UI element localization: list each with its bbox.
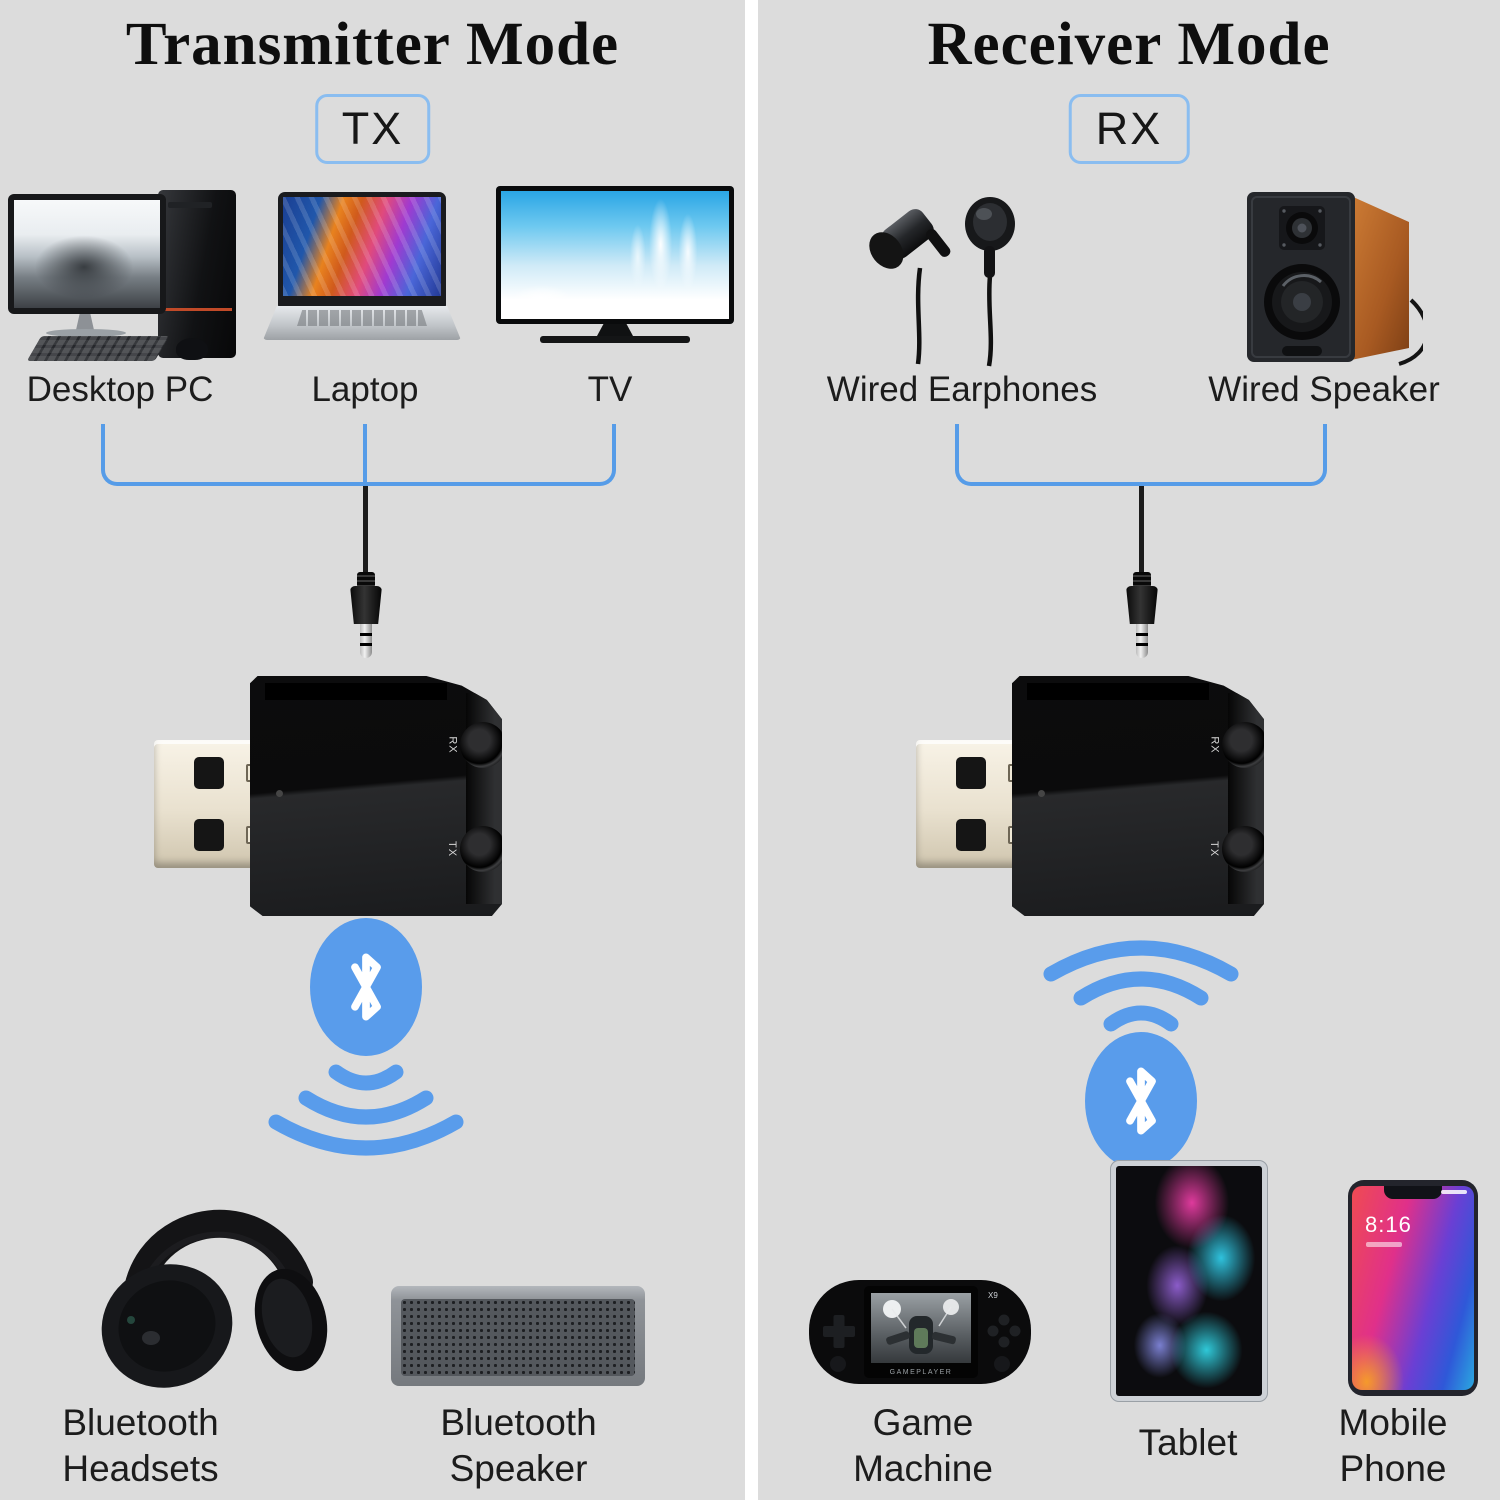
phone-notch — [1384, 1186, 1442, 1199]
rx-badge-label: RX — [1095, 103, 1163, 154]
pc-monitor — [8, 194, 166, 314]
rx-port: RX — [1209, 722, 1264, 768]
tv-frame — [496, 186, 734, 324]
phone-clock: 8:16 — [1365, 1212, 1412, 1237]
label-bluetooth-speaker: Bluetooth Speaker — [440, 1402, 597, 1489]
right-earbud — [965, 197, 1015, 278]
label-laptop: Laptop — [311, 370, 419, 409]
bluetooth-rune-icon — [351, 953, 381, 1021]
tx-port: TX — [446, 826, 502, 872]
tx-port-label: TX — [1208, 840, 1221, 858]
rx-port: RX — [447, 722, 502, 768]
label-bluetooth-headsets: Bluetooth Headsets — [62, 1402, 219, 1489]
phone-date-bar — [1366, 1242, 1402, 1247]
aux-cable — [1139, 486, 1144, 576]
signal-waves-down-icon — [268, 1064, 464, 1156]
rx-mode-badge: RX — [1068, 94, 1190, 164]
tx-port: TX — [1208, 826, 1264, 872]
desktop-pc-image — [8, 186, 240, 366]
jack-body — [350, 586, 382, 624]
wired-speaker-image — [1247, 192, 1423, 366]
label-game-machine: Game Machine — [853, 1402, 993, 1489]
dongle-body: RX TX — [250, 676, 502, 916]
dpad — [823, 1315, 855, 1348]
dongle-body: RX TX — [1012, 676, 1264, 916]
pc-monitor-base — [46, 329, 126, 337]
game-machine-brand: GAMEPLAYER — [890, 1369, 953, 1376]
tv-image — [496, 186, 734, 352]
label-wired-earphones: Wired Earphones — [826, 370, 1098, 409]
laptop-image — [263, 192, 461, 352]
laptop-keyboard — [297, 310, 427, 326]
bluetooth-icon — [1085, 1032, 1197, 1170]
panel-divider — [745, 0, 758, 1500]
tx-mode-badge: TX — [314, 94, 431, 164]
game-machine-image: GAMEPLAYER X9 — [809, 1280, 1031, 1384]
pc-keyboard — [26, 336, 170, 361]
aux-cable — [363, 486, 368, 576]
wired-earphones-image — [869, 197, 1015, 367]
signal-waves-up-icon — [1043, 940, 1239, 1032]
rx-port-label: RX — [446, 736, 459, 754]
usb-contact-hole — [194, 757, 224, 789]
usb-contact-hole — [194, 819, 224, 851]
tablet-image — [1110, 1160, 1268, 1402]
connection-bracket — [101, 424, 616, 486]
jack-metal-tip — [360, 624, 372, 658]
bluetooth-speaker-image — [391, 1286, 645, 1386]
aux-jack-plug — [350, 572, 382, 658]
label-tv: TV — [587, 370, 633, 409]
led-indicator — [1038, 790, 1045, 797]
jack-body — [1126, 586, 1158, 624]
tv-stand-foot — [540, 336, 690, 343]
speaker-woofer — [1264, 264, 1340, 340]
aux-jack-plug — [1126, 572, 1158, 658]
left-earbud — [869, 209, 951, 269]
bracket-center-stem — [363, 424, 367, 490]
speaker-grille — [401, 1299, 635, 1376]
label-mobile-phone: Mobile Phone — [1338, 1402, 1448, 1489]
game-machine-model: X9 — [988, 1291, 998, 1300]
tablet-screen — [1116, 1166, 1262, 1396]
bluetooth-icon — [310, 918, 422, 1056]
pc-monitor-stand — [76, 314, 94, 330]
bluetooth-usb-dongle: RX TX — [154, 676, 502, 916]
speaker-tweeter — [1279, 206, 1325, 250]
bluetooth-rune-icon — [1126, 1067, 1156, 1135]
jack-strain-relief — [357, 572, 375, 588]
tx-port-label: TX — [446, 840, 459, 858]
pc-tower — [158, 190, 236, 358]
phone-screen: 8:16 — [1352, 1186, 1474, 1390]
bluetooth-headphones-image — [101, 1209, 328, 1388]
jack-metal-tip — [1136, 624, 1148, 658]
mobile-phone-image: 8:16 — [1348, 1180, 1478, 1396]
pc-mouse — [176, 338, 208, 360]
jack-strain-relief — [1133, 572, 1151, 588]
rx-port-label: RX — [1208, 736, 1221, 754]
transmitter-panel: Transmitter Mode TX Desktop PC Laptop TV — [0, 0, 745, 1500]
label-wired-speaker: Wired Speaker — [1208, 370, 1440, 409]
action-buttons — [987, 1314, 1021, 1348]
laptop-screen — [278, 192, 446, 308]
label-tablet: Tablet — [1138, 1422, 1238, 1463]
receiver-panel: Receiver Mode RX — [758, 0, 1500, 1500]
receiver-title: Receiver Mode — [927, 11, 1331, 78]
phone-status-icons — [1441, 1190, 1467, 1194]
tv-stand-neck — [597, 324, 633, 336]
usb-contact-hole — [956, 757, 986, 789]
usb-contact-hole — [956, 819, 986, 851]
label-desktop-pc: Desktop PC — [26, 370, 214, 409]
connection-bracket — [955, 424, 1327, 486]
bluetooth-usb-dongle: RX TX — [916, 676, 1264, 916]
led-indicator — [276, 790, 283, 797]
tx-badge-label: TX — [341, 103, 404, 154]
transmitter-title: Transmitter Mode — [125, 11, 620, 78]
